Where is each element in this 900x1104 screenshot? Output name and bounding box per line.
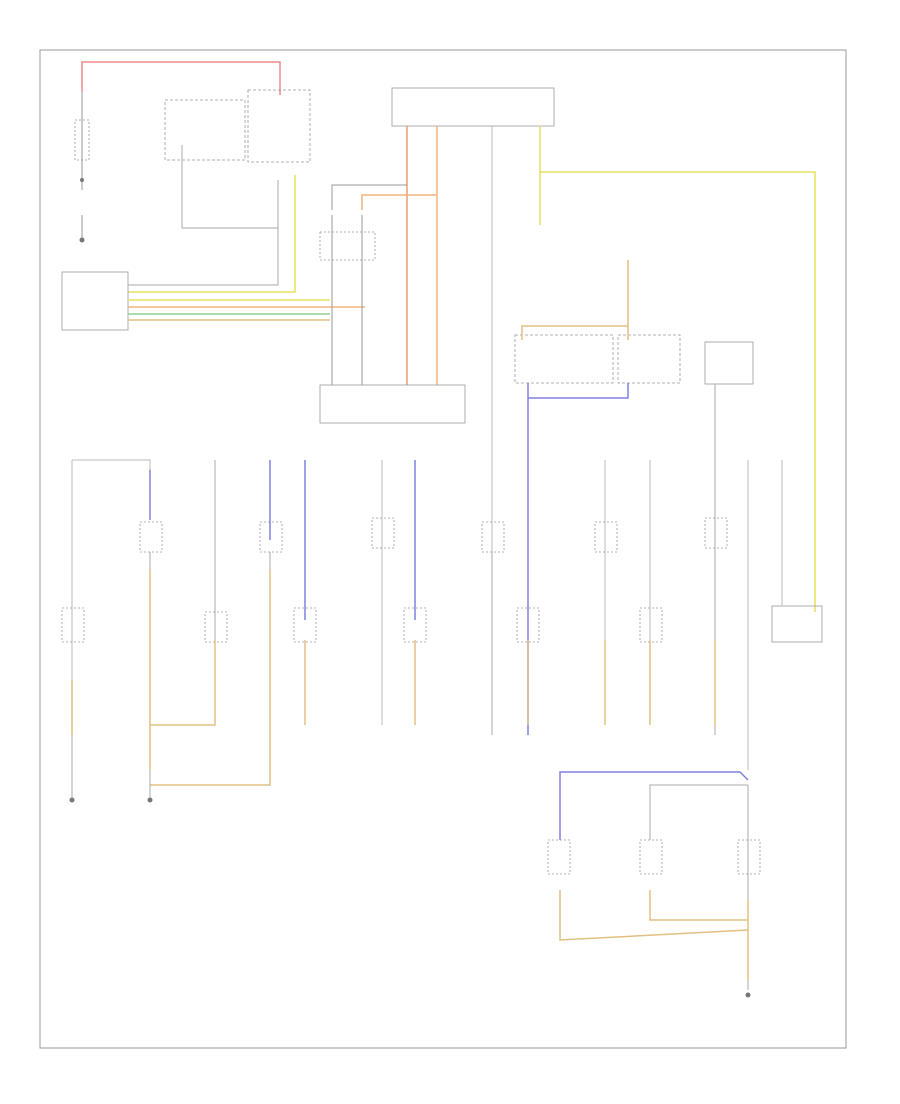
light-switch-box — [247, 89, 311, 163]
wire-blue-switch — [527, 383, 629, 399]
switch-row-2 — [61, 605, 823, 643]
ground-bottom — [745, 992, 751, 998]
bottom-switch-3 — [737, 839, 761, 875]
switch-1 — [139, 521, 163, 553]
switch-3 — [371, 517, 395, 549]
dimmer-switch-box — [319, 231, 376, 261]
wire-tan-switch-top — [521, 325, 629, 340]
ground-left-2 — [147, 797, 153, 803]
wire-blue-bottom — [559, 771, 749, 840]
diagram-frame — [39, 49, 847, 1049]
lamp-6 — [639, 607, 663, 643]
left-switch-block — [514, 334, 614, 384]
ground-left-1 — [69, 797, 75, 803]
instrument-cluster-box — [391, 87, 555, 127]
right-switch-block — [617, 334, 681, 384]
wire-gray-to-dimmer — [331, 184, 407, 210]
wire-tan-bottom — [559, 890, 749, 941]
wire-red-battery — [81, 61, 281, 95]
wire-gray-bottom — [649, 784, 748, 840]
wire-tan-3 — [150, 640, 216, 726]
wire-tan-2 — [150, 570, 271, 786]
wire-orange-to-dimmer — [361, 194, 437, 210]
wire-tan-bottom-2 — [649, 890, 748, 921]
wire-yellow-long — [540, 171, 816, 612]
module-right — [771, 605, 823, 643]
battery-terminal — [80, 178, 84, 182]
fuse-block — [74, 119, 90, 161]
wire-gray-light-switch — [128, 180, 279, 286]
lamp-2 — [204, 611, 228, 643]
ground-symbol — [79, 237, 85, 243]
battery-section — [61, 61, 311, 331]
wire-ignition-down — [181, 145, 279, 229]
switch-row-1 — [139, 517, 728, 735]
wire-left-top — [72, 459, 151, 520]
control-module-box — [61, 271, 129, 331]
switch-6 — [704, 517, 728, 549]
wire-yellow-light-switch — [128, 175, 296, 293]
combination-module-box — [319, 384, 466, 424]
far-right-module — [704, 341, 754, 385]
bottom-switch-2 — [639, 839, 663, 875]
switch-4 — [481, 521, 505, 553]
switch-5 — [594, 521, 618, 553]
ignition-switch-box — [164, 99, 246, 161]
bottom-right-cluster — [547, 771, 761, 998]
switch-2 — [259, 521, 283, 553]
lamp-1 — [61, 607, 85, 643]
bottom-switch-1 — [547, 839, 571, 875]
